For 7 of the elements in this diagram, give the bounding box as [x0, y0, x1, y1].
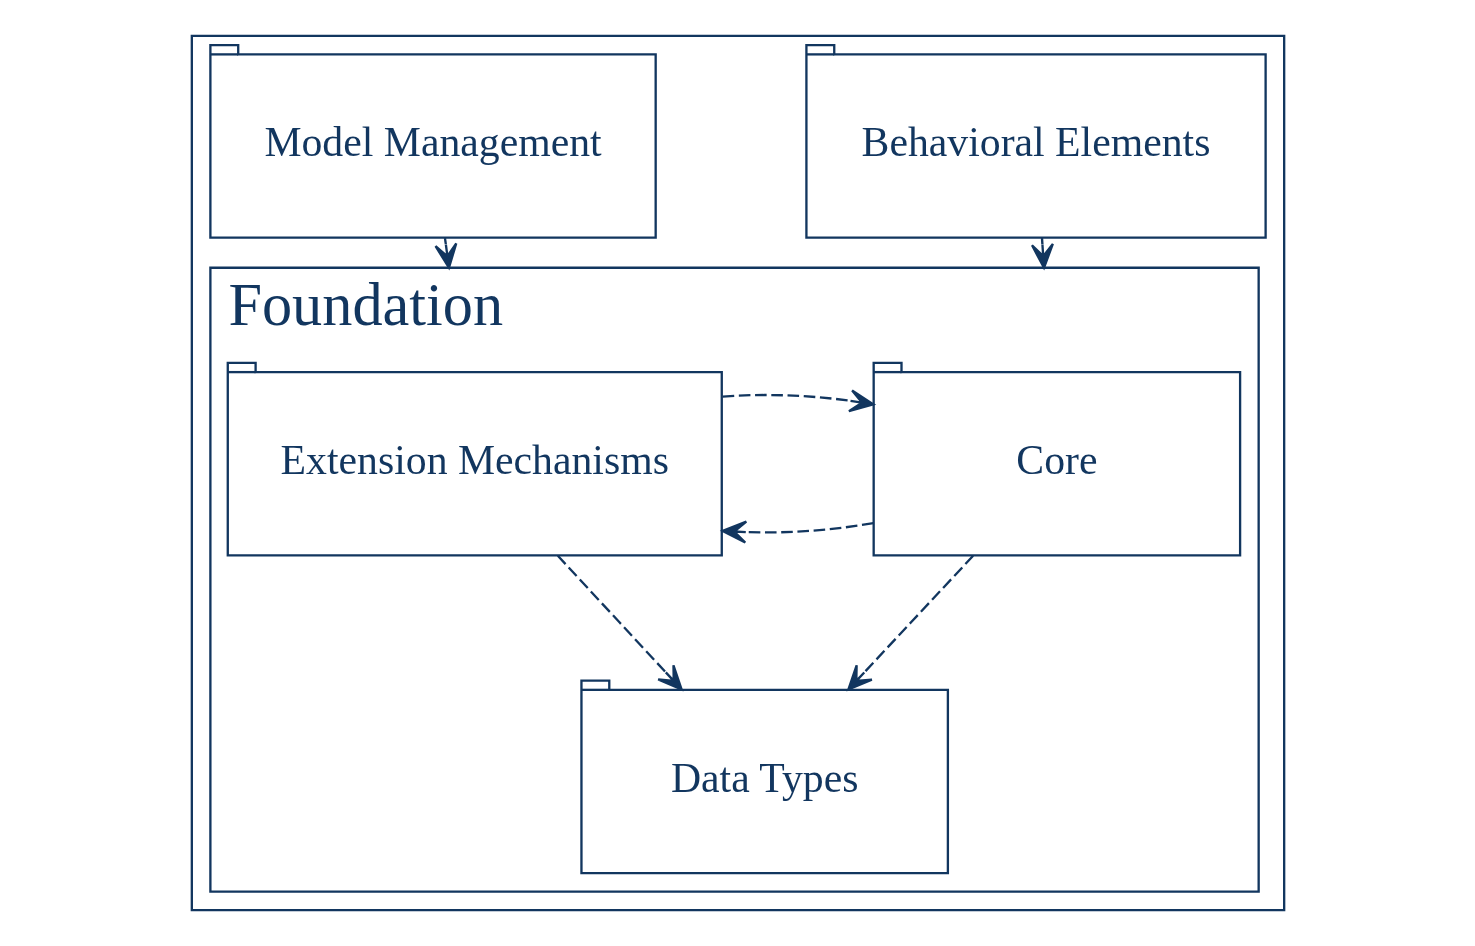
arrow	[846, 554, 974, 691]
cluster	[190, 34, 1285, 912]
arrow	[720, 520, 874, 544]
arrow	[433, 237, 457, 269]
arrow	[556, 555, 683, 691]
arrow	[1030, 237, 1054, 269]
arrow	[722, 389, 875, 413]
